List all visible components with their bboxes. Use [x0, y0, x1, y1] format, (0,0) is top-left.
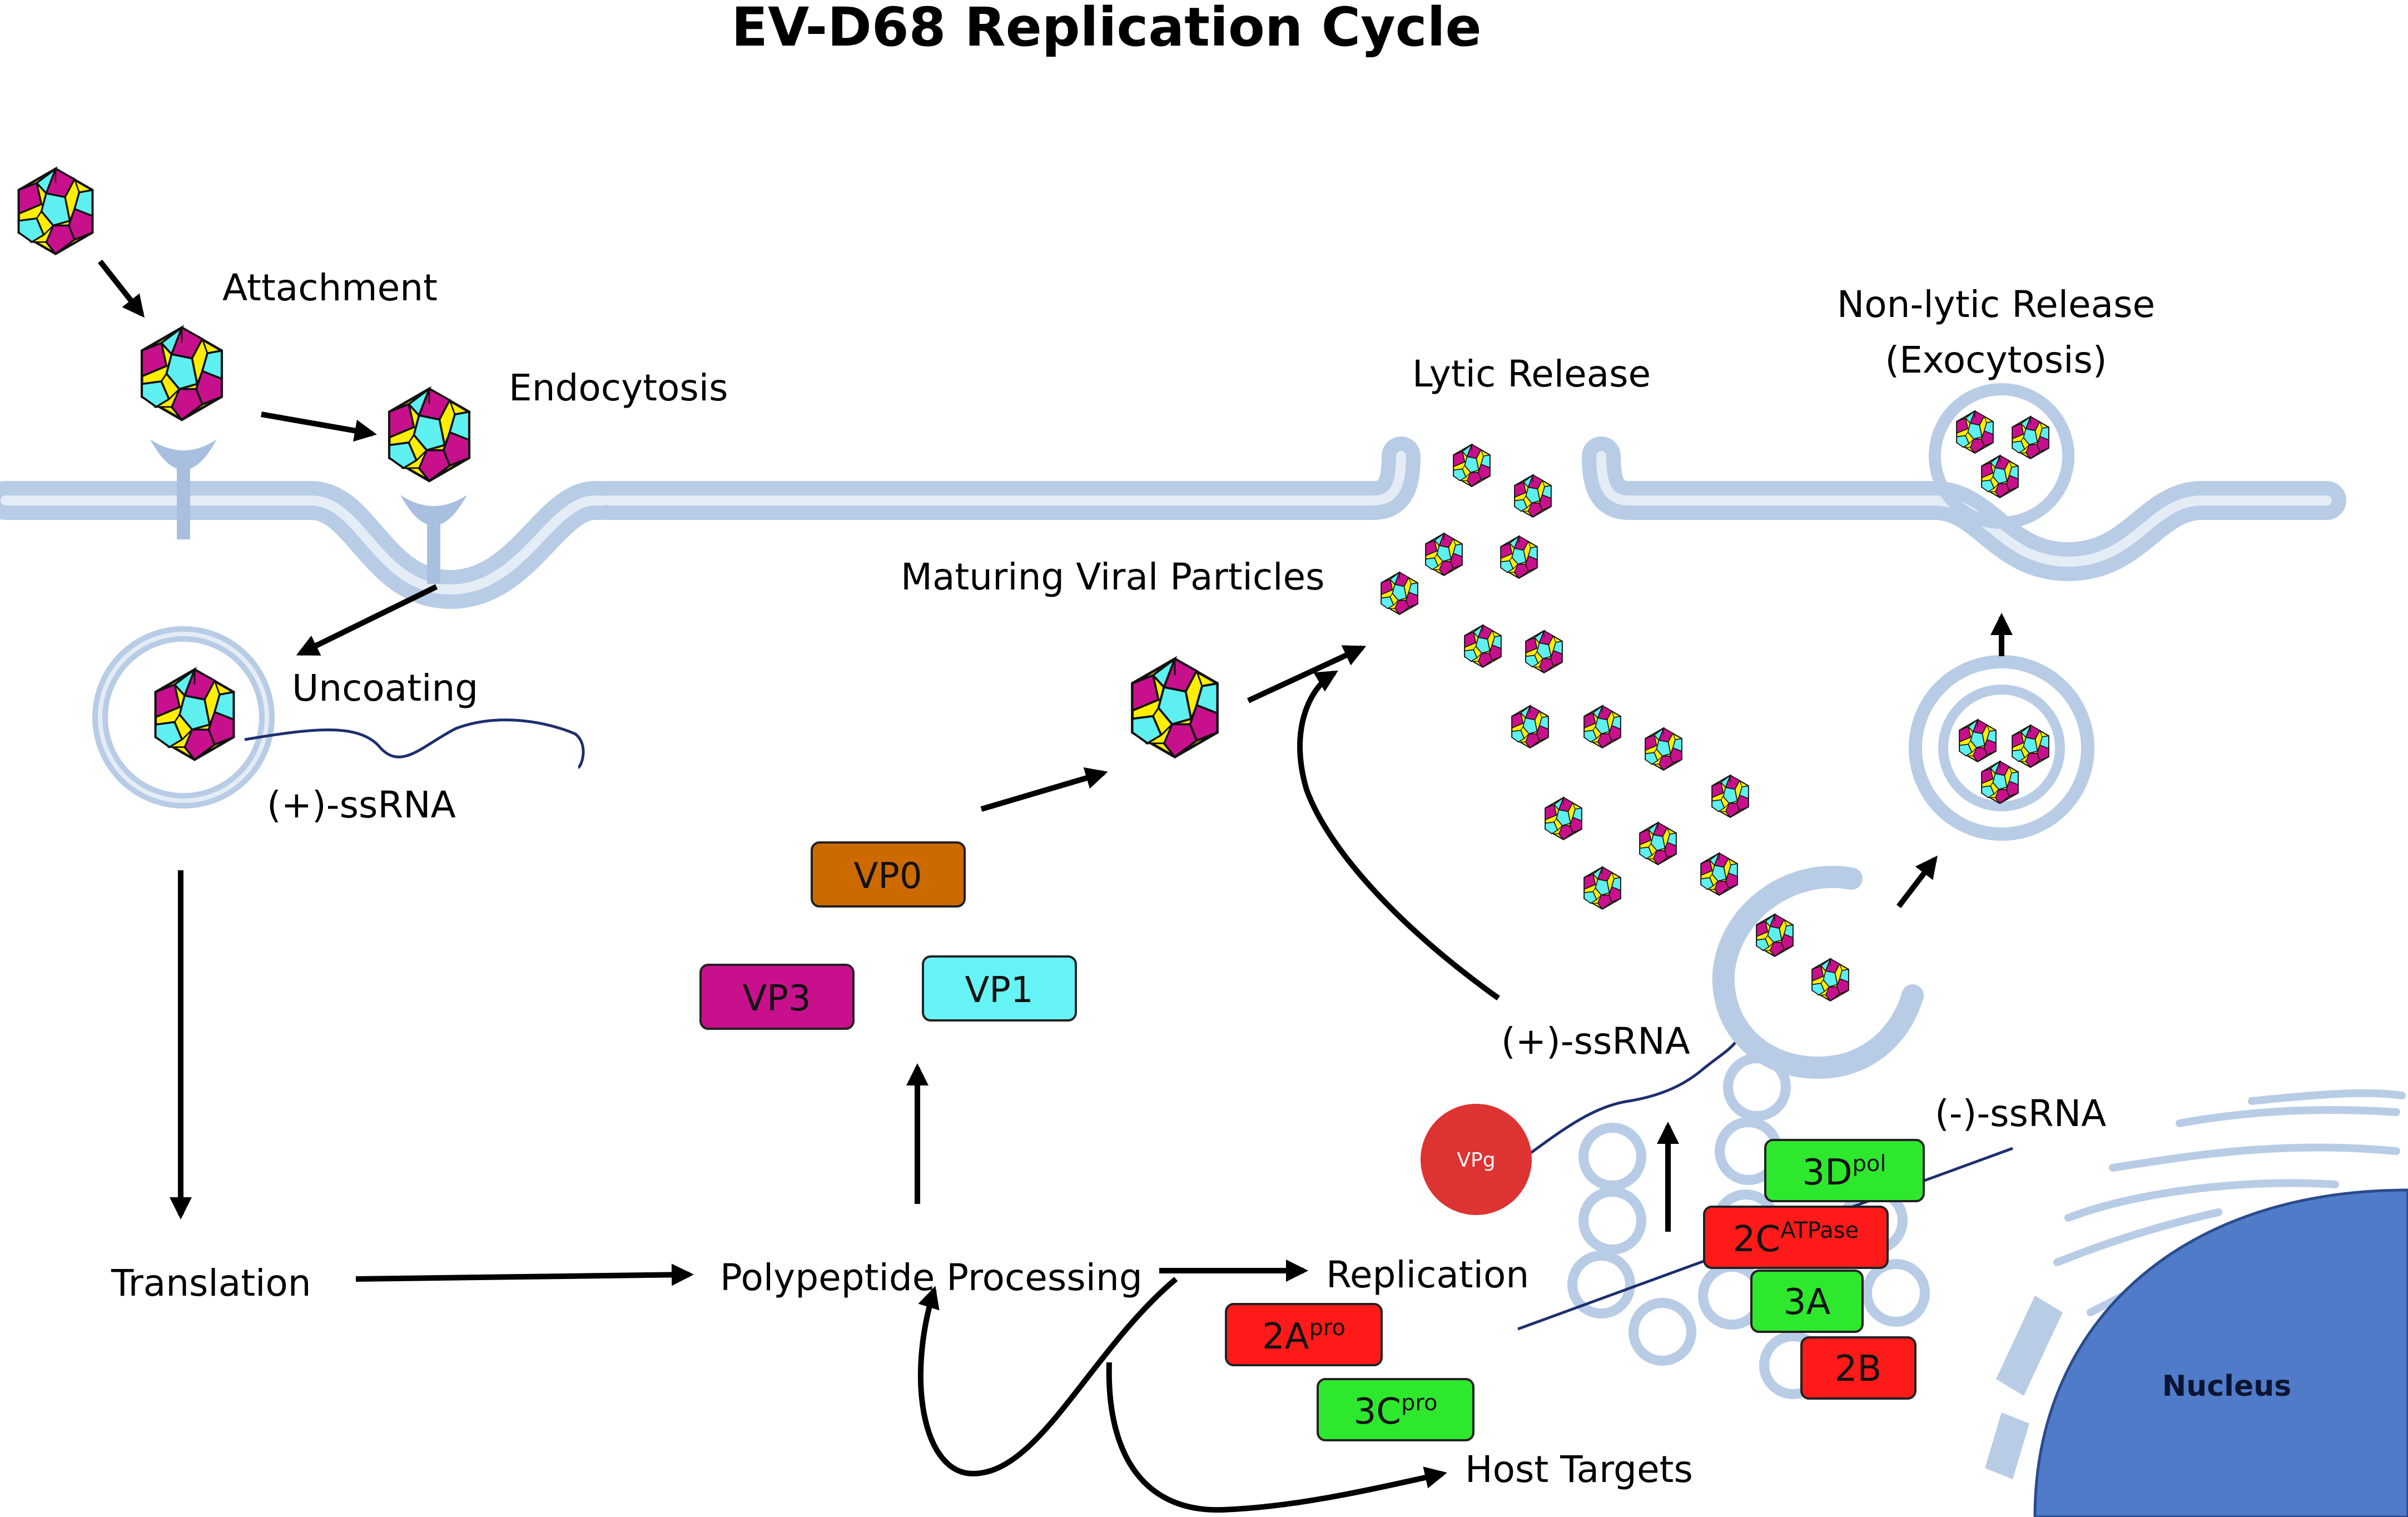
protein-2b: 2B — [1800, 1336, 1917, 1400]
double-membrane-vesicle — [1909, 655, 2094, 841]
label-lytic-release: Lytic Release — [1412, 353, 1651, 395]
label-negative-ssrna: (-)-ssRNA — [1935, 1092, 2106, 1135]
arrow-feedback-to-processing — [917, 1277, 1178, 1477]
label-exocytosis: (Exocytosis) — [1885, 339, 2107, 381]
protein-2apro: 2Apro — [1225, 1303, 1383, 1366]
virion-free-icon — [19, 169, 93, 254]
rna-positive-strand — [1517, 1039, 1739, 1164]
nucleus: Nucleus — [1985, 1188, 2408, 1517]
label-positive-ssrna-1: (+)-ssRNA — [267, 784, 456, 826]
label-nucleus: Nucleus — [2162, 1370, 2291, 1403]
svg-text:2B: 2B — [1835, 1349, 1882, 1390]
arrow-to-processing — [355, 1263, 694, 1286]
virion-attached-icon — [142, 328, 222, 420]
arrow-to-host-targets — [1106, 1362, 1447, 1513]
svg-text:3A: 3A — [1784, 1282, 1831, 1323]
diagram-title: EV-D68 Replication Cycle — [731, 0, 1481, 58]
arrow-to-endocytosis — [261, 412, 377, 442]
arrow-to-maturing-virion — [980, 767, 1108, 812]
svg-text:2CATPase: 2CATPase — [1733, 1218, 1859, 1260]
svg-text:VP1: VP1 — [965, 970, 1033, 1011]
arrow-to-uncoating — [296, 584, 438, 656]
label-positive-ssrna-2: (+)-ssRNA — [1501, 1020, 1690, 1063]
protein-2catpase: 2CATPase — [1703, 1206, 1889, 1269]
label-replication: Replication — [1326, 1253, 1529, 1296]
plasma-membrane — [0, 437, 2346, 609]
virion-endocytosed-icon — [389, 389, 469, 481]
exocytosis-vesicle — [1929, 383, 2074, 529]
protein-vp1: VP1 — [922, 955, 1077, 1022]
arrow-rna-packaging — [1297, 670, 1500, 1001]
arrow-to-particle-cluster — [1247, 645, 1367, 703]
rna-strand-released — [244, 718, 585, 769]
endosome-uncoating — [92, 626, 275, 809]
label-uncoating: Uncoating — [292, 667, 478, 710]
particle-cluster — [1381, 444, 1849, 1002]
label-translation: Translation — [111, 1262, 311, 1305]
svg-text:2Apro: 2Apro — [1262, 1315, 1345, 1357]
virion-maturing-icon — [1133, 659, 1218, 757]
svg-text:VP3: VP3 — [742, 978, 811, 1019]
receptor-2 — [400, 495, 467, 584]
protein-3a: 3A — [1750, 1270, 1864, 1333]
svg-text:VP0: VP0 — [853, 856, 922, 897]
virion-uncoating-icon — [156, 670, 234, 760]
receptor-1 — [150, 439, 217, 539]
protein-vp3: VP3 — [699, 964, 855, 1030]
arrow-to-double-vesicle — [1896, 855, 1938, 909]
vpg-protein: VPg — [1421, 1104, 1532, 1215]
label-attachment: Attachment — [222, 266, 438, 309]
svg-text:3Dpol: 3Dpol — [1803, 1151, 1886, 1193]
arrow-to-attachment — [98, 259, 145, 318]
protein-3dpol: 3Dpol — [1764, 1139, 1925, 1202]
protein-vp0: VP0 — [811, 841, 966, 908]
label-host-targets: Host Targets — [1465, 1448, 1693, 1491]
label-endocytosis: Endocytosis — [509, 366, 728, 409]
svg-text:3Cpro: 3Cpro — [1354, 1390, 1438, 1432]
svg-text:VPg: VPg — [1457, 1149, 1495, 1172]
open-vesicle — [1712, 865, 1924, 1079]
label-non-lytic-release: Non-lytic Release — [1837, 283, 2155, 326]
label-maturing-viral-particles: Maturing Viral Particles — [901, 556, 1324, 598]
protein-3cpro: 3Cpro — [1317, 1378, 1474, 1441]
